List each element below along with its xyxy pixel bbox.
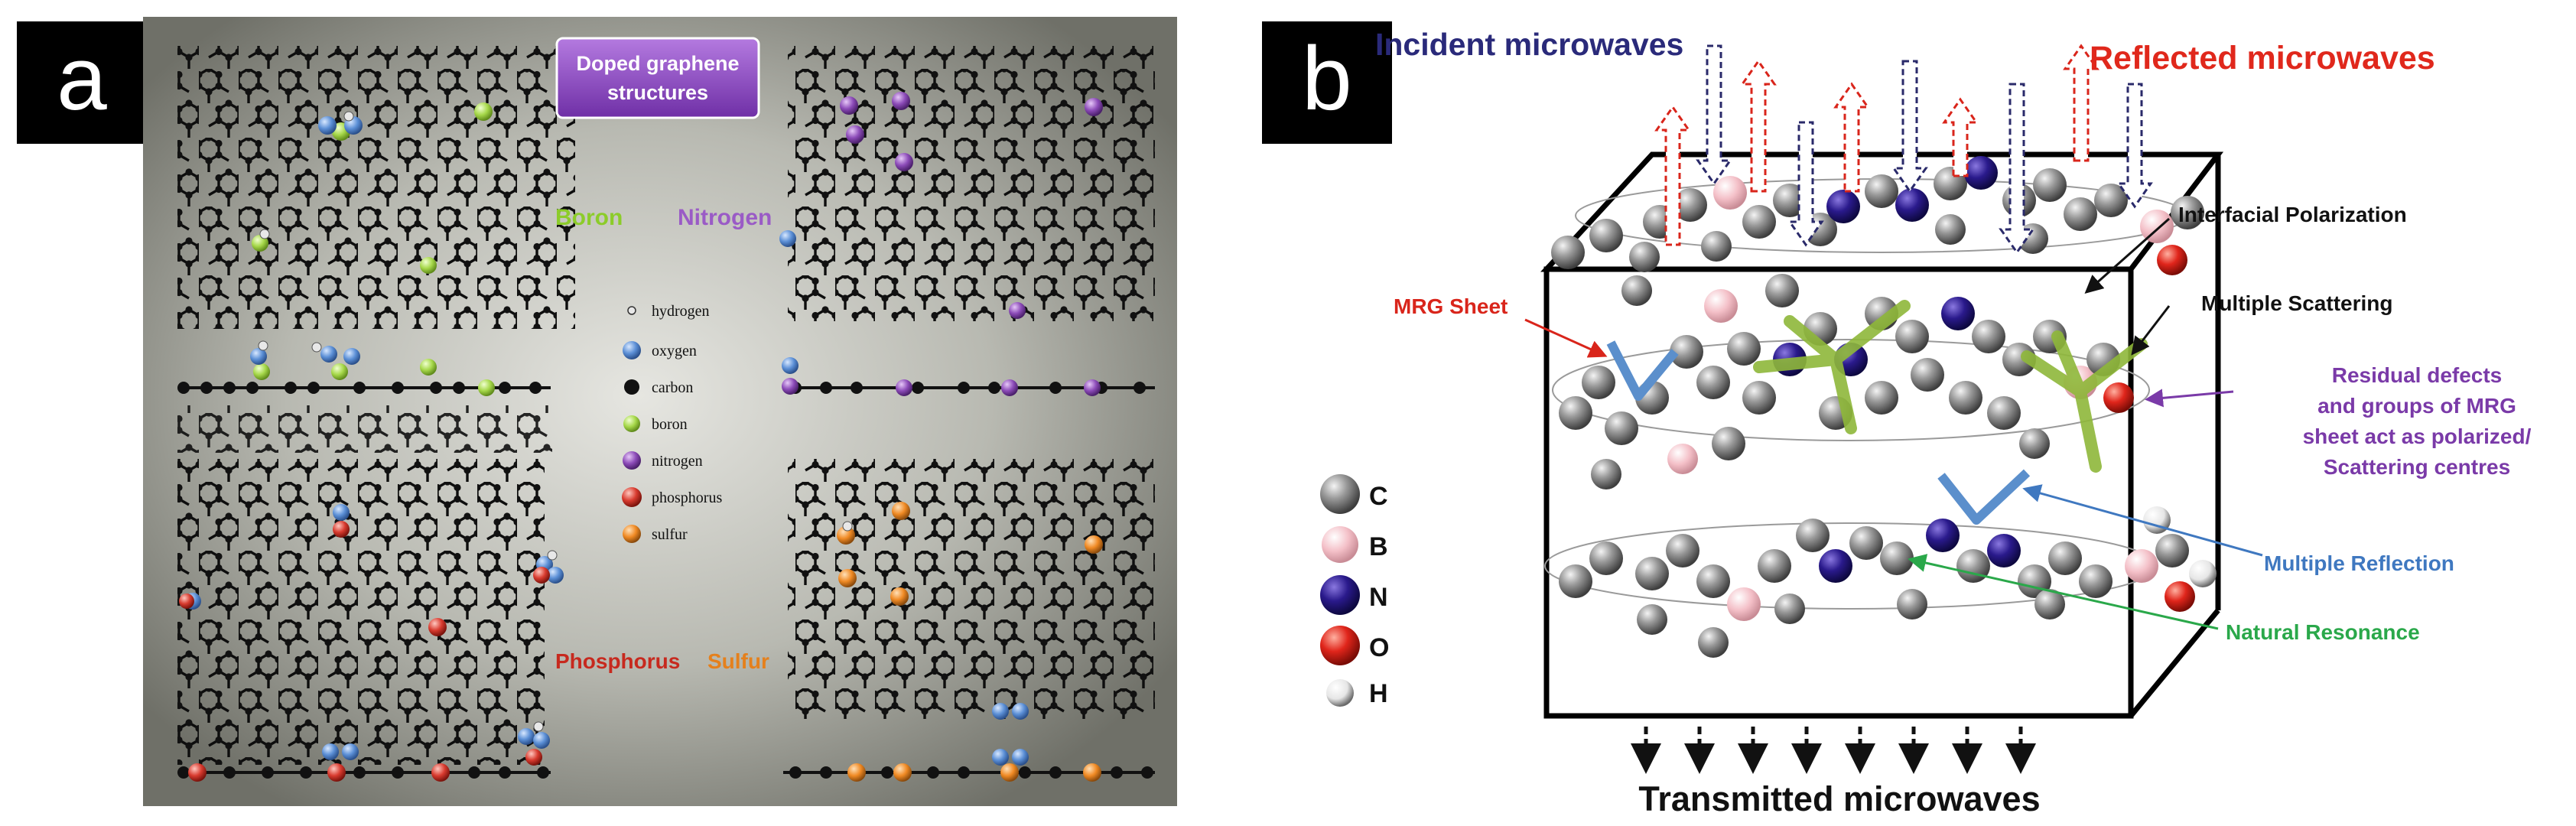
legend-label-hydrogen: hydrogen bbox=[652, 303, 710, 320]
callout-multiple-scattering bbox=[2131, 305, 2171, 356]
title-line-2: structures bbox=[607, 81, 708, 104]
transmitted-arrows bbox=[1631, 727, 2036, 774]
legend-label-nitrogen: nitrogen bbox=[652, 453, 703, 470]
label-mrg-sheet: MRG Sheet bbox=[1394, 294, 1508, 318]
label-reflected: Reflected microwaves bbox=[2090, 40, 2435, 76]
legend-label-carbon: carbon bbox=[652, 379, 693, 396]
legend-label-b: B bbox=[1369, 532, 1388, 561]
label-residual-4: Scattering centres bbox=[2324, 455, 2510, 479]
dopant-atoms-nitrogen bbox=[782, 92, 1103, 396]
callout-natural-resonance bbox=[1908, 554, 2219, 630]
callout-mrg-sheet bbox=[1524, 318, 1608, 358]
label-residual-2: and groups of MRG bbox=[2317, 394, 2516, 418]
layer-bottom bbox=[1544, 506, 2217, 658]
legend-swatch-nitrogen bbox=[623, 451, 641, 470]
label-interfacial: Interfacial Polarization bbox=[2178, 203, 2407, 226]
legend-swatch-hydrogen bbox=[627, 306, 636, 315]
reflected-arrows bbox=[1654, 44, 2100, 246]
sheet-top-left bbox=[177, 46, 575, 453]
legend-label-sulfur: sulfur bbox=[652, 526, 688, 543]
label-sulfur: Sulfur bbox=[707, 649, 769, 673]
title-line-1: Doped graphene bbox=[576, 52, 739, 75]
label-boron: Boron bbox=[555, 205, 623, 230]
scattering-arrows bbox=[1753, 300, 2148, 473]
legend-swatch-b bbox=[1322, 526, 1358, 563]
legend-swatch-carbon bbox=[624, 379, 639, 395]
panel-b-tag: b bbox=[1262, 21, 1392, 144]
sheet-bottom-left bbox=[177, 459, 545, 765]
label-transmitted: Transmitted microwaves bbox=[1638, 779, 2040, 818]
legend-swatch-o bbox=[1320, 626, 1360, 665]
dopant-atoms-sulfur bbox=[837, 502, 1103, 782]
edge-chain-atoms bbox=[177, 382, 1153, 779]
panel-b-legend: C B N O H bbox=[1320, 474, 1389, 708]
label-multiple-scattering: Multiple Scattering bbox=[2201, 291, 2392, 315]
label-phosphorus: Phosphorus bbox=[555, 649, 680, 673]
panel-b: Incident microwaves Reflected microwaves… bbox=[1320, 27, 2532, 818]
label-residual-1: Residual defects bbox=[2332, 363, 2503, 387]
dopant-atoms-phosphorus bbox=[179, 521, 550, 782]
legend-swatch-h bbox=[1326, 679, 1354, 707]
layer-top bbox=[1551, 156, 2204, 275]
legend-label-boron: boron bbox=[652, 416, 688, 433]
label-multiple-reflection: Multiple Reflection bbox=[2264, 551, 2454, 575]
legend-label-h: H bbox=[1369, 679, 1388, 708]
callout-interfacial bbox=[2084, 217, 2170, 294]
panel-a-tag: a bbox=[17, 21, 147, 144]
legend-label-o: O bbox=[1369, 633, 1389, 662]
legend-swatch-phosphorus bbox=[622, 487, 642, 507]
label-natural-resonance: Natural Resonance bbox=[2226, 620, 2420, 644]
legend-label-n: N bbox=[1369, 583, 1388, 612]
label-incident: Incident microwaves bbox=[1375, 27, 1683, 62]
panel-a-legend: hydrogen oxygen carbon boron nitrogen ph… bbox=[622, 303, 722, 543]
legend-swatch-oxygen bbox=[623, 341, 641, 359]
dopant-atoms-boron bbox=[252, 102, 495, 396]
legend-swatch-n bbox=[1320, 575, 1360, 615]
callout-residual bbox=[2145, 389, 2234, 408]
label-nitrogen: Nitrogen bbox=[678, 205, 772, 230]
legend-swatch-sulfur bbox=[623, 525, 641, 543]
legend-swatch-c bbox=[1320, 474, 1360, 514]
callout-multiple-reflection bbox=[2022, 484, 2263, 557]
legend-label-phosphorus: phosphorus bbox=[652, 489, 722, 506]
sheet-bottom-right bbox=[788, 459, 1155, 719]
legend-label-c: C bbox=[1369, 482, 1388, 511]
label-residual-3: sheet act as polarized/ bbox=[2303, 424, 2532, 448]
reflection-arrows bbox=[1606, 340, 2031, 525]
legend-label-oxygen: oxygen bbox=[652, 343, 697, 359]
incident-arrows bbox=[1696, 44, 2153, 255]
legend-swatch-boron bbox=[623, 415, 640, 432]
sheet-top-right bbox=[788, 46, 1155, 321]
panel-a: Doped graphene structures Boron Nitrogen… bbox=[143, 17, 1177, 806]
title-box bbox=[555, 37, 760, 119]
box-outline bbox=[1540, 151, 2224, 719]
dopant-atoms-hydrogen bbox=[258, 111, 853, 732]
